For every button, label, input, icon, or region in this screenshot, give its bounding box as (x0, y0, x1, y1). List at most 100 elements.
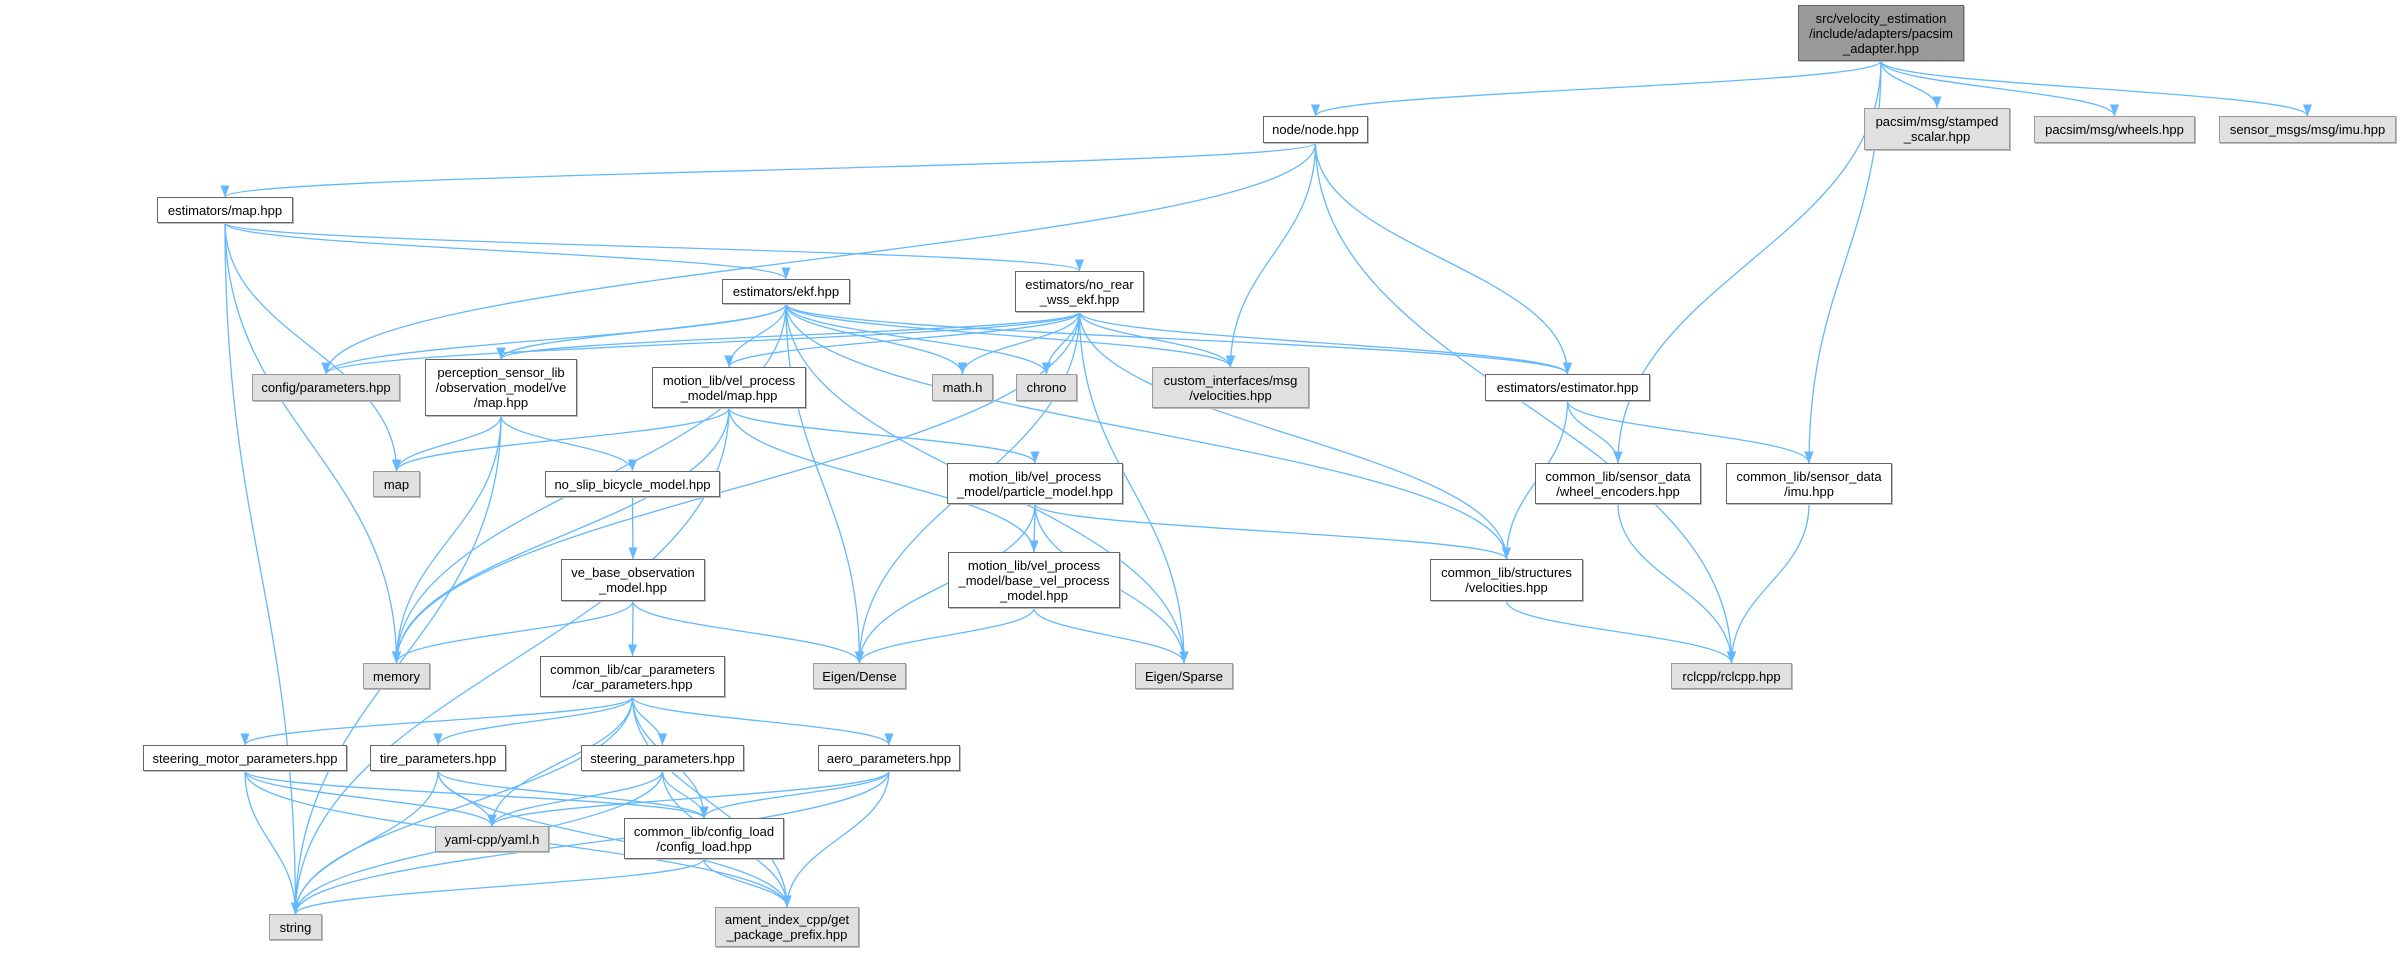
edge-aero-to-yaml (487, 770, 890, 827)
edge-estimator-to-sd-imu (1566, 400, 1814, 464)
edge-steer-motor-to-string (244, 770, 301, 915)
graph-node-particle[interactable]: motion_lib/vel_process _model/particle_m… (947, 463, 1123, 504)
edge-car-params-to-steer-motor (240, 696, 634, 746)
graph-node-car-params[interactable]: common_lib/car_parameters /car_parameter… (540, 656, 725, 697)
edge-root-to-node (1311, 60, 1882, 117)
graph-node-eigen-sparse[interactable]: Eigen/Sparse (1135, 663, 1233, 689)
edge-tire-to-config-load (437, 770, 709, 819)
edge-est-map-to-ekf (224, 222, 791, 280)
edge-no-rear-to-config-params (321, 311, 1081, 375)
edge-ve-base-to-car-params (627, 600, 638, 657)
edge-node-to-config-params (321, 142, 1317, 375)
graph-node-est-map[interactable]: estimators/map.hpp (157, 197, 293, 223)
graph-node-config-params[interactable]: config/parameters.hpp (252, 374, 400, 401)
edge-car-params-to-yaml (487, 696, 634, 827)
edge-config-load-to-string (291, 858, 705, 915)
edge-aero-to-string (290, 770, 890, 915)
edge-node-to-est-map (220, 142, 1317, 198)
edge-no-rear-to-memory (391, 311, 1081, 664)
edge-no-rear-to-estimator (1078, 311, 1572, 375)
graph-node-steer-motor[interactable]: steering_motor_parameters.hpp (143, 745, 347, 771)
edge-perception-map-to-no-slip (500, 415, 638, 472)
graph-node-string[interactable]: string (269, 914, 322, 940)
graph-node-no-slip[interactable]: no_slip_bicycle_model.hpp (545, 471, 720, 497)
edge-tire-to-string (290, 770, 439, 915)
graph-node-estimator[interactable]: estimators/estimator.hpp (1485, 374, 1650, 401)
graph-node-memory[interactable]: memory (363, 663, 430, 689)
edge-tire-to-ament (437, 770, 792, 908)
edge-node-to-custom-vel (1225, 142, 1317, 368)
edge-no-slip-to-ve-base (628, 496, 638, 560)
graph-node-yaml[interactable]: yaml-cpp/yaml.h (435, 826, 549, 852)
edge-particle-to-struct-vel (1034, 503, 1511, 560)
edge-est-map-to-no-rear (224, 222, 1084, 272)
edge-est-map-to-string (224, 222, 301, 915)
edge-perception-map-to-map (391, 415, 502, 472)
edge-car-params-to-ament (631, 696, 792, 908)
edge-no-rear-to-math (957, 311, 1081, 375)
graph-node-math[interactable]: math.h (932, 374, 993, 401)
edge-no-rear-to-perception-map (496, 311, 1081, 360)
graph-node-wheels[interactable]: pacsim/msg/wheels.hpp (2034, 116, 2195, 143)
edge-no-rear-to-struct-vel (1078, 311, 1512, 560)
graph-node-node[interactable]: node/node.hpp (1263, 116, 1368, 143)
graph-node-chrono[interactable]: chrono (1016, 374, 1077, 401)
graph-node-ve-base[interactable]: ve_base_observation _model.hpp (561, 559, 705, 601)
graph-node-config-load[interactable]: common_lib/config_load /config_load.hpp (624, 818, 784, 859)
graph-node-motion-map[interactable]: motion_lib/vel_process _model/map.hpp (652, 367, 806, 408)
edge-ekf-to-eigen-dense (785, 303, 865, 664)
edge-particle-to-eigen-dense (854, 503, 1036, 664)
edge-motion-map-to-particle (728, 407, 1040, 464)
edge-ekf-to-perception-map (496, 303, 787, 360)
edge-no-rear-to-eigen-sparse (1078, 311, 1189, 664)
graph-node-perception-map[interactable]: perception_sensor_lib /observation_model… (425, 359, 577, 416)
graph-node-wheel-enc[interactable]: common_lib/sensor_data /wheel_encoders.h… (1535, 463, 1701, 504)
graph-node-steering[interactable]: steering_parameters.hpp (581, 745, 744, 771)
edge-steer-motor-to-yaml (244, 770, 497, 827)
graph-node-aero[interactable]: aero_parameters.hpp (818, 745, 960, 771)
edge-car-params-to-steering (631, 696, 668, 746)
edge-node-to-rclcpp (1314, 142, 1737, 664)
edge-estimator-to-wheel-enc (1566, 400, 1623, 464)
edge-car-params-to-aero (631, 696, 894, 746)
graph-node-struct-vel[interactable]: common_lib/structures /velocities.hpp (1430, 559, 1583, 601)
edge-ekf-to-struct-vel (785, 303, 1512, 560)
graph-node-no-rear[interactable]: estimators/no_rear _wss_ekf.hpp (1015, 271, 1144, 312)
graph-node-tire[interactable]: tire_parameters.hpp (370, 745, 506, 771)
edge-motion-map-to-memory (391, 407, 730, 664)
edge-car-params-to-tire (433, 696, 634, 746)
graph-node-ament[interactable]: ament_index_cpp/get _package_prefix.hpp (715, 907, 859, 947)
graph-node-base-vel[interactable]: motion_lib/vel_process _model/base_vel_p… (948, 552, 1120, 608)
edge-ekf-to-custom-vel (785, 303, 1235, 368)
graph-node-root[interactable]: src/velocity_estimation /include/adapter… (1798, 5, 1964, 61)
graph-node-custom-vel[interactable]: custom_interfaces/msg /velocities.hpp (1152, 367, 1309, 408)
edge-no-rear-to-motion-map (724, 311, 1081, 368)
graph-node-rclcpp[interactable]: rclcpp/rclcpp.hpp (1671, 663, 1792, 689)
edge-root-to-stamped (1880, 60, 1942, 109)
edge-motion-map-to-map (391, 407, 730, 472)
edge-base-vel-to-eigen-dense (854, 607, 1035, 664)
edge-steer-motor-to-config-load (244, 770, 709, 819)
edge-ve-base-to-memory (391, 600, 634, 664)
edge-sd-imu-to-rclcpp (1726, 503, 1810, 664)
edge-aero-to-config-load (699, 770, 890, 819)
edge-base-vel-to-eigen-sparse (1033, 607, 1189, 664)
edge-est-map-to-memory (224, 222, 402, 664)
edge-config-load-to-ament (703, 858, 792, 908)
edge-root-to-imu-msg (1880, 60, 2312, 117)
edge-root-to-wheel-enc (1613, 60, 1882, 464)
graph-node-imu-msg[interactable]: sensor_msgs/msg/imu.hpp (2219, 116, 2396, 143)
graph-node-ekf[interactable]: estimators/ekf.hpp (722, 279, 850, 304)
edge-ekf-to-estimator (785, 303, 1572, 375)
edge-ekf-to-math (785, 303, 968, 375)
graph-node-stamped[interactable]: pacsim/msg/stamped _scalar.hpp (1864, 108, 2010, 150)
graph-node-sd-imu[interactable]: common_lib/sensor_data /imu.hpp (1726, 463, 1892, 504)
edge-node-to-estimator (1314, 142, 1573, 375)
edge-no-rear-to-custom-vel (1078, 311, 1236, 368)
graph-node-eigen-dense[interactable]: Eigen/Dense (813, 663, 906, 689)
edge-est-map-to-map (224, 222, 402, 472)
graph-node-map[interactable]: map (373, 471, 420, 497)
edge-wheel-enc-to-rclcpp (1617, 503, 1737, 664)
edge-perception-map-to-memory (391, 415, 502, 664)
